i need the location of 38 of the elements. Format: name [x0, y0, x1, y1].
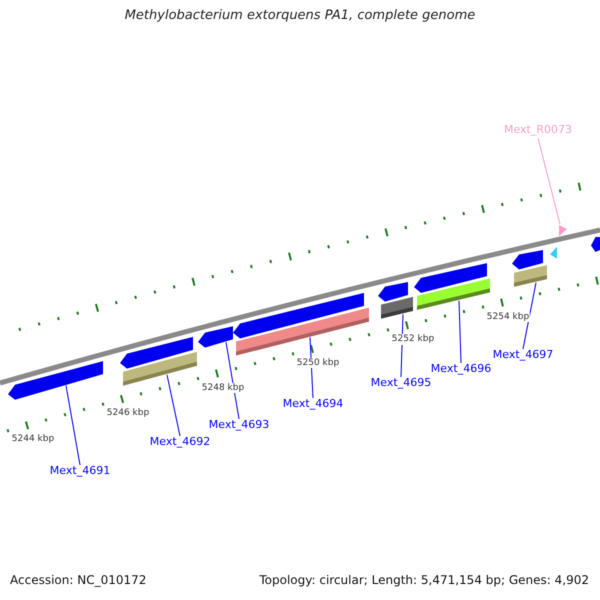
cds-feature	[8, 361, 103, 400]
cds-feature	[233, 292, 364, 338]
gene-bar	[514, 265, 547, 287]
leader-line	[166, 374, 180, 436]
gene-label: Mext_R0073	[504, 124, 572, 137]
cds-feature	[120, 336, 193, 369]
gene-bar	[123, 352, 197, 386]
accession-text: Accession: NC_010172	[9, 574, 148, 588]
gene-label: Mext_4695	[370, 377, 432, 390]
gene-label: Mext_4691	[50, 465, 110, 478]
tick-label: 5248 kbp	[200, 382, 246, 393]
cds-feature	[198, 326, 233, 348]
leader-line	[522, 282, 536, 350]
gene-label: Mext_4694	[282, 398, 344, 411]
leader-line	[538, 138, 560, 225]
tick-label: 5252 kbp	[390, 334, 436, 345]
gene-bar	[236, 308, 369, 356]
feature-triangle	[559, 225, 567, 236]
leader-line	[458, 300, 462, 364]
cds-feature	[378, 282, 408, 302]
gene-bar	[417, 278, 490, 310]
cds-feature	[591, 237, 600, 252]
cds-feature	[512, 250, 543, 270]
gene-bar	[381, 296, 413, 319]
leader-line	[226, 342, 240, 420]
gene-label: Mext_4692	[150, 436, 210, 449]
cds-feature	[414, 263, 487, 293]
leader-line	[66, 384, 80, 466]
tick-label: 5250 kbp	[296, 358, 340, 368]
tick-label: 5246 kbp	[106, 408, 150, 418]
gene-label: Mext_4696	[430, 363, 492, 376]
gene-label: Mext_4693	[208, 419, 270, 432]
tick-label: 5244 kbp	[10, 434, 56, 445]
feature-triangle	[550, 246, 557, 259]
genome-stats-text: Topology: circular; Length: 5,471,154 bp; Genes: 4,902	[258, 574, 590, 588]
title: Methylobacterium extorquens PA1, complete genome	[124, 9, 476, 24]
gene-label: Mext_4697	[492, 349, 554, 362]
tick-label: 5254 kbp	[486, 312, 530, 322]
